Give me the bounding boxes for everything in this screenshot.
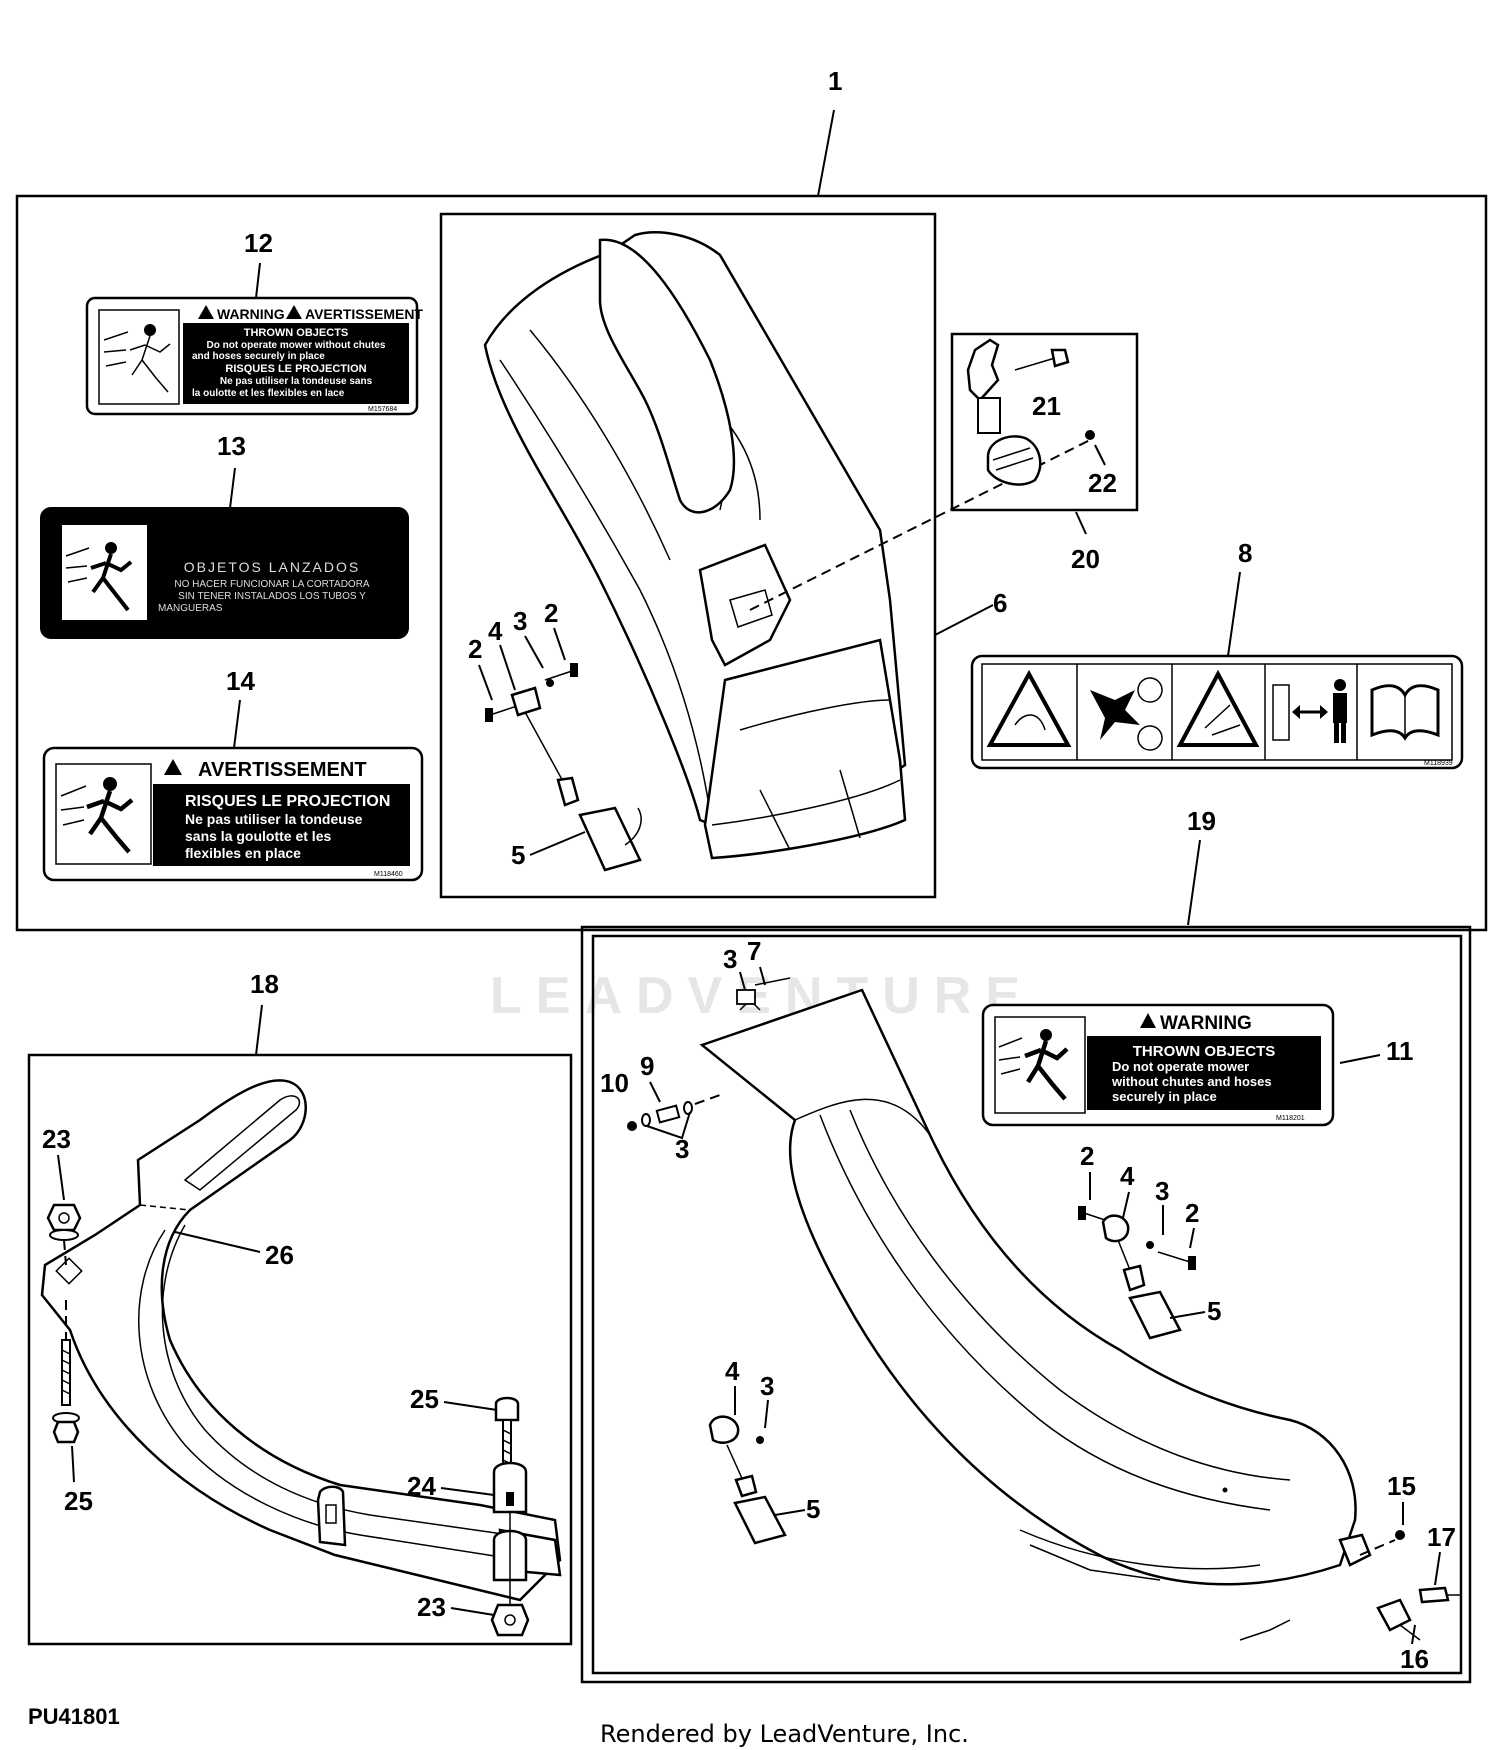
svg-text:sans la goulotte et les: sans la goulotte et les [185,828,331,844]
svg-text:4: 4 [725,1356,740,1386]
svg-text:9: 9 [640,1051,654,1081]
svg-text:SIN TENER INSTALADOS LOS TUBOS: SIN TENER INSTALADOS LOS TUBOS Y [178,591,366,602]
svg-text:26: 26 [265,1240,294,1270]
svg-text:3: 3 [1155,1176,1169,1206]
svg-text:2: 2 [1080,1141,1094,1171]
svg-text:without chutes and hoses: without chutes and hoses [1111,1074,1272,1089]
svg-text:NO HACER FUNCIONAR LA CORTADOR: NO HACER FUNCIONAR LA CORTADORA [174,579,370,590]
svg-text:25: 25 [410,1384,439,1414]
svg-text:Ne pas utiliser la tondeuse sa: Ne pas utiliser la tondeuse sans [220,376,373,387]
callout-1: 1 [828,66,842,96]
svg-text:RISQUES LE PROJECTION: RISQUES LE PROJECTION [225,363,366,375]
decal-12-warning-thrown-objects: 12 WARNING AVERTISSEMENT THROWN OBJECTS … [85,228,423,416]
svg-text:WARNING: WARNING [217,306,285,322]
svg-text:M157684: M157684 [368,406,397,413]
svg-text:5: 5 [511,840,525,870]
warning-triangle-icon [986,669,1072,747]
callout-13: 13 [217,431,246,461]
decal-11-warning-thrown-objects: WARNING THROWN OBJECTS Do not operate mo… [981,1003,1414,1127]
svg-text:Ne pas utiliser la tondeuse: Ne pas utiliser la tondeuse [185,811,363,827]
svg-text:M118939: M118939 [1424,760,1453,767]
callout-8: 8 [1238,538,1252,568]
svg-text:3: 3 [513,606,527,636]
svg-text:4: 4 [1120,1161,1135,1191]
svg-text:AVERTISSEMENT: AVERTISSEMENT [198,759,367,781]
deflector-bracket-18: 18 26 23 25 25 24 [27,969,573,1646]
decal-8-safety-pictograms: 8 M118939 [970,538,1464,770]
svg-text:flexibles en place: flexibles en place [185,845,301,861]
callout-18: 18 [250,969,279,999]
svg-text:la oulotte et les flexibles: la oulotte et les flexibles en lace [192,388,345,399]
svg-text:THROWN OBJECTS: THROWN OBJECTS [244,327,349,339]
svg-text:WARNING: WARNING [1160,1013,1252,1034]
callout-14: 14 [226,666,255,696]
svg-text:M118460: M118460 [374,871,403,878]
svg-text:Do not operate mower without c: Do not operate mower without chutes [207,340,386,351]
svg-text:24: 24 [407,1471,436,1501]
svg-text:10: 10 [600,1068,629,1098]
svg-text:16: 16 [1400,1644,1429,1674]
svg-text:MANGUERAS: MANGUERAS [158,603,223,614]
svg-text:17: 17 [1427,1522,1456,1552]
svg-text:THROWN OBJECTS: THROWN OBJECTS [1133,1043,1276,1060]
svg-text:21: 21 [1032,391,1061,421]
svg-text:11: 11 [1386,1036,1414,1066]
svg-text:3: 3 [760,1371,774,1401]
svg-text:M118201: M118201 [1276,1115,1305,1122]
svg-text:7: 7 [747,936,761,966]
svg-text:25: 25 [64,1486,93,1516]
svg-text:OBJETOS LANZADOS: OBJETOS LANZADOS [184,559,360,575]
svg-text:23: 23 [42,1124,71,1154]
svg-text:and hoses securely in place: and hoses securely in place [192,351,325,362]
figure-code: PU41801 [28,1704,120,1729]
svg-text:2: 2 [1185,1198,1199,1228]
svg-text:23: 23 [417,1592,446,1622]
callout-6: 6 [993,588,1007,618]
hose-assembly-19: 19 3 7 10 9 3 WARNING [580,806,1472,1684]
svg-text:2: 2 [468,634,482,664]
chute-assembly-6: 6 [439,212,1091,899]
chute-latch-hardware: 2 4 3 2 5 [468,598,642,872]
svg-text:15: 15 [1387,1471,1416,1501]
decal-14-avertissement: 14 AVERTISSEMENT RISQUES LE PROJECTION N… [42,666,424,882]
svg-text:3: 3 [723,944,737,974]
svg-text:4: 4 [488,616,503,646]
assembly-1-frame [15,194,1488,932]
callout-19: 19 [1187,806,1216,836]
svg-text:5: 5 [1207,1296,1221,1326]
rendered-by-credit: Rendered by LeadVenture, Inc. [600,1720,969,1748]
svg-text:3: 3 [675,1134,689,1164]
svg-text:Do not operate mower: Do not operate mower [1112,1059,1249,1074]
knob-kit-20: 21 22 20 [950,332,1139,574]
svg-text:22: 22 [1088,468,1117,498]
svg-text:5: 5 [806,1494,820,1524]
callout-12: 12 [244,228,273,258]
decal-13-objetos-lanzados: 13 OBJETOS LANZADOS NO HACER FUNCIONAR L… [40,431,409,639]
svg-text:securely in place: securely in place [1112,1089,1217,1104]
svg-text:RISQUES LE PROJECTION: RISQUES LE PROJECTION [185,793,390,810]
svg-text:20: 20 [1071,544,1100,574]
svg-text:2: 2 [544,598,558,628]
svg-text:AVERTISSEMENT: AVERTISSEMENT [305,306,423,322]
